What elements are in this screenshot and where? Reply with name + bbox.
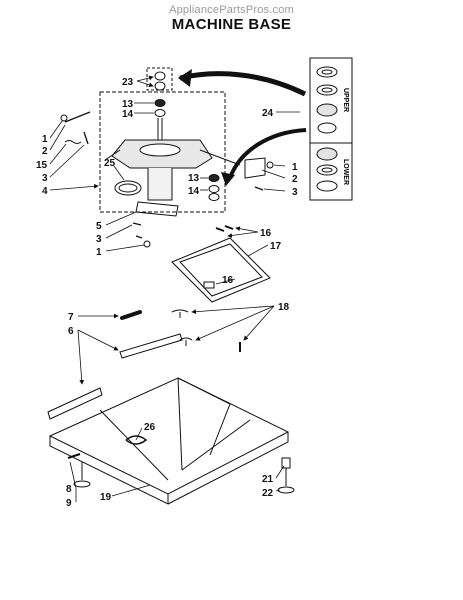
callout-6: 6 [68,326,74,337]
assembly-box [99,91,226,213]
callout-16: 16 [260,228,272,239]
part-16-pads [215,225,234,232]
arrow-lower [228,128,307,179]
part-23-upper [154,71,166,81]
part-1-screw [60,114,68,122]
part-13 [154,99,166,107]
part-6-rail-side [47,387,103,420]
part-19-base [48,377,290,495]
bearing-legend-box [309,57,353,201]
callout-2: 2 [42,146,48,157]
callout-5: 5 [96,221,102,232]
part-13-right [208,174,220,182]
watermark: AppliancePartsPros.com [169,4,294,16]
callout-8: 8 [66,484,72,495]
legend-upper-label: UPPER [342,88,349,112]
callout-17: 17 [270,241,282,252]
base-frame-group [48,377,295,505]
part-9-pad [73,480,91,488]
callout-13-right: 13 [188,173,200,184]
part-25-ring [114,180,142,196]
callout-13: 13 [122,99,134,110]
callout-1-lower: 1 [96,247,102,258]
callout-19: 19 [100,492,112,503]
drive-assembly-group [60,57,353,248]
callout-21: 21 [262,474,274,485]
part-14 [154,109,166,117]
callout-26: 26 [144,422,156,433]
part-14-right-b [208,193,220,201]
callout-1-right: 1 [292,162,298,173]
part-3-right-screw [254,186,264,191]
part-7-pad [120,310,142,320]
callout-3: 3 [42,173,48,184]
upper-callout-box [146,67,173,91]
part-14-right-a [208,185,220,193]
callout-18: 18 [278,302,290,313]
part-1-right-screw [266,161,274,169]
part-16-clip [203,281,215,289]
callout-2-right: 2 [292,174,298,185]
part-15-spring [64,140,82,144]
middle-parts-group [47,225,271,420]
callout-14: 14 [122,109,134,120]
part-2-clip [64,111,91,123]
callout-9: 9 [66,498,72,509]
part-8-foot [67,453,81,459]
callout-24: 24 [262,108,274,119]
callout-3-lower: 3 [96,234,102,245]
part-23-lower [154,81,166,91]
part-6-rail-top [119,333,183,359]
gearcase-leg [147,168,173,201]
legend-lower-label: LOWER [342,159,349,185]
part-26-spring [125,435,148,445]
leader-lines [49,75,300,502]
arrow-upper [179,71,307,97]
callout-1: 1 [42,134,48,145]
part-18-clip-b [179,337,193,346]
callout-22: 22 [262,488,274,499]
part-22-pad [277,486,295,494]
callout-14-right: 14 [188,186,200,197]
callout-4: 4 [42,186,48,197]
part-2-right-clip [244,157,266,179]
callout-23: 23 [122,77,134,88]
part-17-frame [171,237,271,303]
callout-15: 15 [36,160,48,171]
part-5-bracket [135,201,179,217]
callout-3-right: 3 [292,187,298,198]
diagram-title: MACHINE BASE [171,16,292,33]
callout-16-lower: 16 [222,275,234,286]
part-18-clip-a [171,309,189,318]
callout-7: 7 [68,312,74,323]
callout-labels: 23 13 14 24 1 2 15 3 4 25 13 14 1 2 3 5 … [36,77,298,509]
callout-25: 25 [104,158,116,169]
